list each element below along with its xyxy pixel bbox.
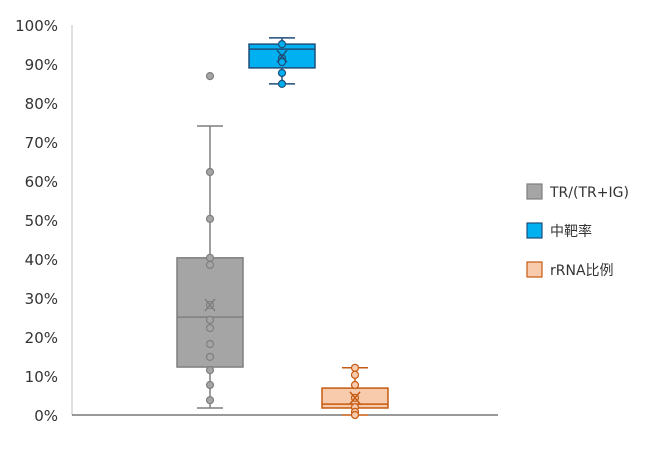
y-tick-label: 10% <box>25 368 58 386</box>
y-tick-label: 80% <box>25 95 58 113</box>
data-point <box>205 380 215 390</box>
data-point <box>277 68 287 78</box>
mean-marker <box>204 298 216 312</box>
data-point <box>205 323 215 333</box>
legend-label: 中靶率 <box>550 223 592 240</box>
data-point <box>350 410 360 420</box>
y-tick-label: 40% <box>25 251 58 269</box>
y-tick-label: 30% <box>25 290 58 308</box>
data-point <box>277 40 287 49</box>
data-point <box>205 315 215 324</box>
data-point <box>205 260 215 269</box>
y-tick-label: 60% <box>25 173 58 191</box>
data-point <box>205 366 215 375</box>
data-point <box>205 352 215 361</box>
y-tick-label: 20% <box>25 329 58 347</box>
y-tick-label: 50% <box>25 212 58 230</box>
legend-label: TR/(TR+IG) <box>549 185 629 201</box>
mean-marker <box>349 391 361 405</box>
data-point <box>350 370 360 379</box>
data-point <box>205 339 215 349</box>
legend-swatch <box>526 222 543 239</box>
data-point <box>277 79 287 88</box>
y-tick-label: 70% <box>25 134 58 152</box>
legend-label: rRNA比例 <box>550 263 614 279</box>
data-point <box>205 253 215 262</box>
data-point <box>205 396 215 405</box>
data-point <box>277 57 287 67</box>
y-tick-label: 100% <box>15 17 58 35</box>
y-tick-label: 90% <box>25 56 58 74</box>
data-point <box>350 380 360 390</box>
box <box>176 257 244 368</box>
data-point <box>205 214 215 223</box>
y-tick-label: 0% <box>34 407 58 425</box>
data-point <box>350 363 360 372</box>
mean-marker <box>276 49 288 63</box>
data-point <box>205 71 215 81</box>
legend-swatch <box>526 261 543 278</box>
legend-swatch <box>526 183 543 200</box>
data-point <box>205 167 215 177</box>
